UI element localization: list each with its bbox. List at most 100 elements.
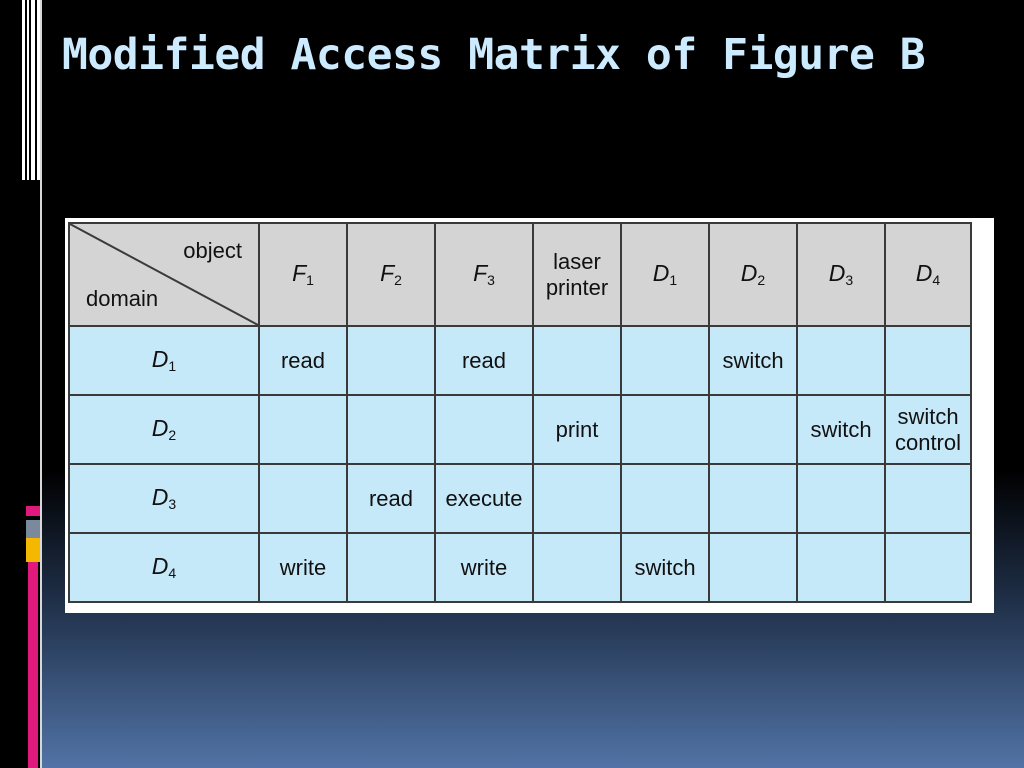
column-header: F3	[434, 222, 534, 327]
access-right-cell: read	[258, 325, 348, 396]
accent-bar-pink	[26, 506, 40, 516]
column-symbol-subscript: 1	[306, 272, 314, 289]
row-domain-symbol: D2	[151, 415, 177, 444]
row-domain-header: D1	[68, 325, 260, 396]
column-symbol: D4	[915, 260, 941, 289]
access-right-cell: switch	[796, 394, 886, 465]
access-right-label: switch	[722, 347, 784, 373]
access-right-label: read	[368, 485, 414, 511]
column-header: F1	[258, 222, 348, 327]
access-right-label: switch	[810, 416, 872, 442]
row-domain-symbol-subscript: 4	[168, 565, 177, 582]
access-right-cell: write	[258, 532, 348, 603]
accent-bar-pink-long	[28, 562, 38, 768]
access-right-label: write	[279, 554, 327, 580]
column-header: D2	[708, 222, 798, 327]
access-right-cell	[532, 532, 622, 603]
row-domain-symbol: D1	[151, 346, 177, 375]
access-right-label: read	[280, 347, 326, 373]
accent-gap	[26, 516, 40, 520]
row-domain-header: D3	[68, 463, 260, 534]
top-barcode-decoration	[20, 0, 40, 180]
column-symbol: F2	[380, 260, 402, 289]
access-right-cell	[708, 394, 798, 465]
row-domain-symbol: D3	[151, 484, 177, 513]
row-domain-header: D2	[68, 394, 260, 465]
bottom-accent-bars	[26, 506, 40, 768]
column-symbol-subscript: 3	[845, 272, 854, 289]
access-right-cell: read	[346, 463, 436, 534]
column-symbol-subscript: 1	[669, 272, 678, 289]
access-right-cell	[346, 394, 436, 465]
row-domain-symbol: D4	[152, 553, 177, 582]
access-right-cell	[620, 325, 710, 396]
access-right-cell: switch	[620, 532, 710, 603]
access-right-label: switch	[897, 404, 959, 430]
column-symbol: D1	[652, 260, 678, 289]
row-domain-symbol-letter: D	[151, 346, 169, 373]
domain-axis-label: domain	[86, 285, 159, 311]
object-axis-label: object	[183, 238, 242, 263]
access-right-cell	[796, 532, 886, 603]
access-right-cell	[620, 463, 710, 534]
access-right-cell	[620, 394, 710, 465]
access-right-label: control	[894, 429, 962, 455]
row-domain-header: D4	[68, 532, 260, 603]
row-domain-symbol-subscript: 3	[168, 496, 177, 513]
access-right-cell: print	[532, 394, 622, 465]
column-symbol-letter: D	[915, 260, 933, 287]
column-symbol-subscript: 2	[394, 272, 402, 289]
access-right-label: print	[555, 416, 599, 442]
matrix-row: D3 read execute	[68, 463, 972, 534]
diagonal-line	[70, 224, 258, 325]
access-right-cell	[708, 532, 798, 603]
access-right-cell	[796, 325, 886, 396]
column-symbol-subscript: 4	[932, 272, 941, 289]
access-right-cell: write	[434, 532, 534, 603]
access-right-label: read	[461, 347, 507, 373]
column-symbol-subscript: 2	[757, 272, 766, 289]
column-header: F2	[346, 222, 436, 327]
access-right-cell	[884, 532, 972, 603]
column-header: D1	[620, 222, 710, 327]
column-symbol-letter: D	[828, 260, 846, 287]
column-symbol-letter: F	[380, 260, 395, 287]
accent-bar-yellow	[26, 538, 40, 562]
access-right-cell	[258, 463, 348, 534]
row-domain-symbol-letter: D	[151, 415, 169, 442]
row-domain-symbol-letter: D	[151, 484, 169, 511]
column-symbol-letter: D	[652, 260, 670, 287]
access-right-cell: execute	[434, 463, 534, 534]
access-right-cell	[434, 394, 534, 465]
row-domain-symbol-subscript: 1	[168, 358, 177, 375]
access-right-cell: switch	[708, 325, 798, 396]
column-header: D3	[796, 222, 886, 327]
column-symbol: F3	[473, 260, 495, 288]
slide-title: Modified Access Matrix of Figure B	[62, 30, 926, 80]
column-symbol: F1	[292, 260, 314, 289]
left-divider-line	[40, 0, 42, 768]
matrix-row: D4 write write switch	[68, 532, 972, 603]
access-right-cell	[796, 463, 886, 534]
row-domain-symbol-subscript: 2	[168, 427, 177, 444]
column-header: D4	[884, 222, 972, 327]
access-right-cell	[258, 394, 348, 465]
column-symbol: D3	[828, 260, 854, 289]
access-right-label: switch	[634, 554, 696, 580]
access-right-cell: read	[434, 325, 534, 396]
access-right-label: execute	[445, 485, 523, 511]
corner-header-cell: object domain	[68, 222, 260, 327]
access-right-cell	[708, 463, 798, 534]
access-right-cell	[884, 463, 972, 534]
column-header-label: laser	[553, 249, 601, 275]
access-right-cell	[532, 463, 622, 534]
column-symbol-letter: F	[292, 260, 307, 287]
